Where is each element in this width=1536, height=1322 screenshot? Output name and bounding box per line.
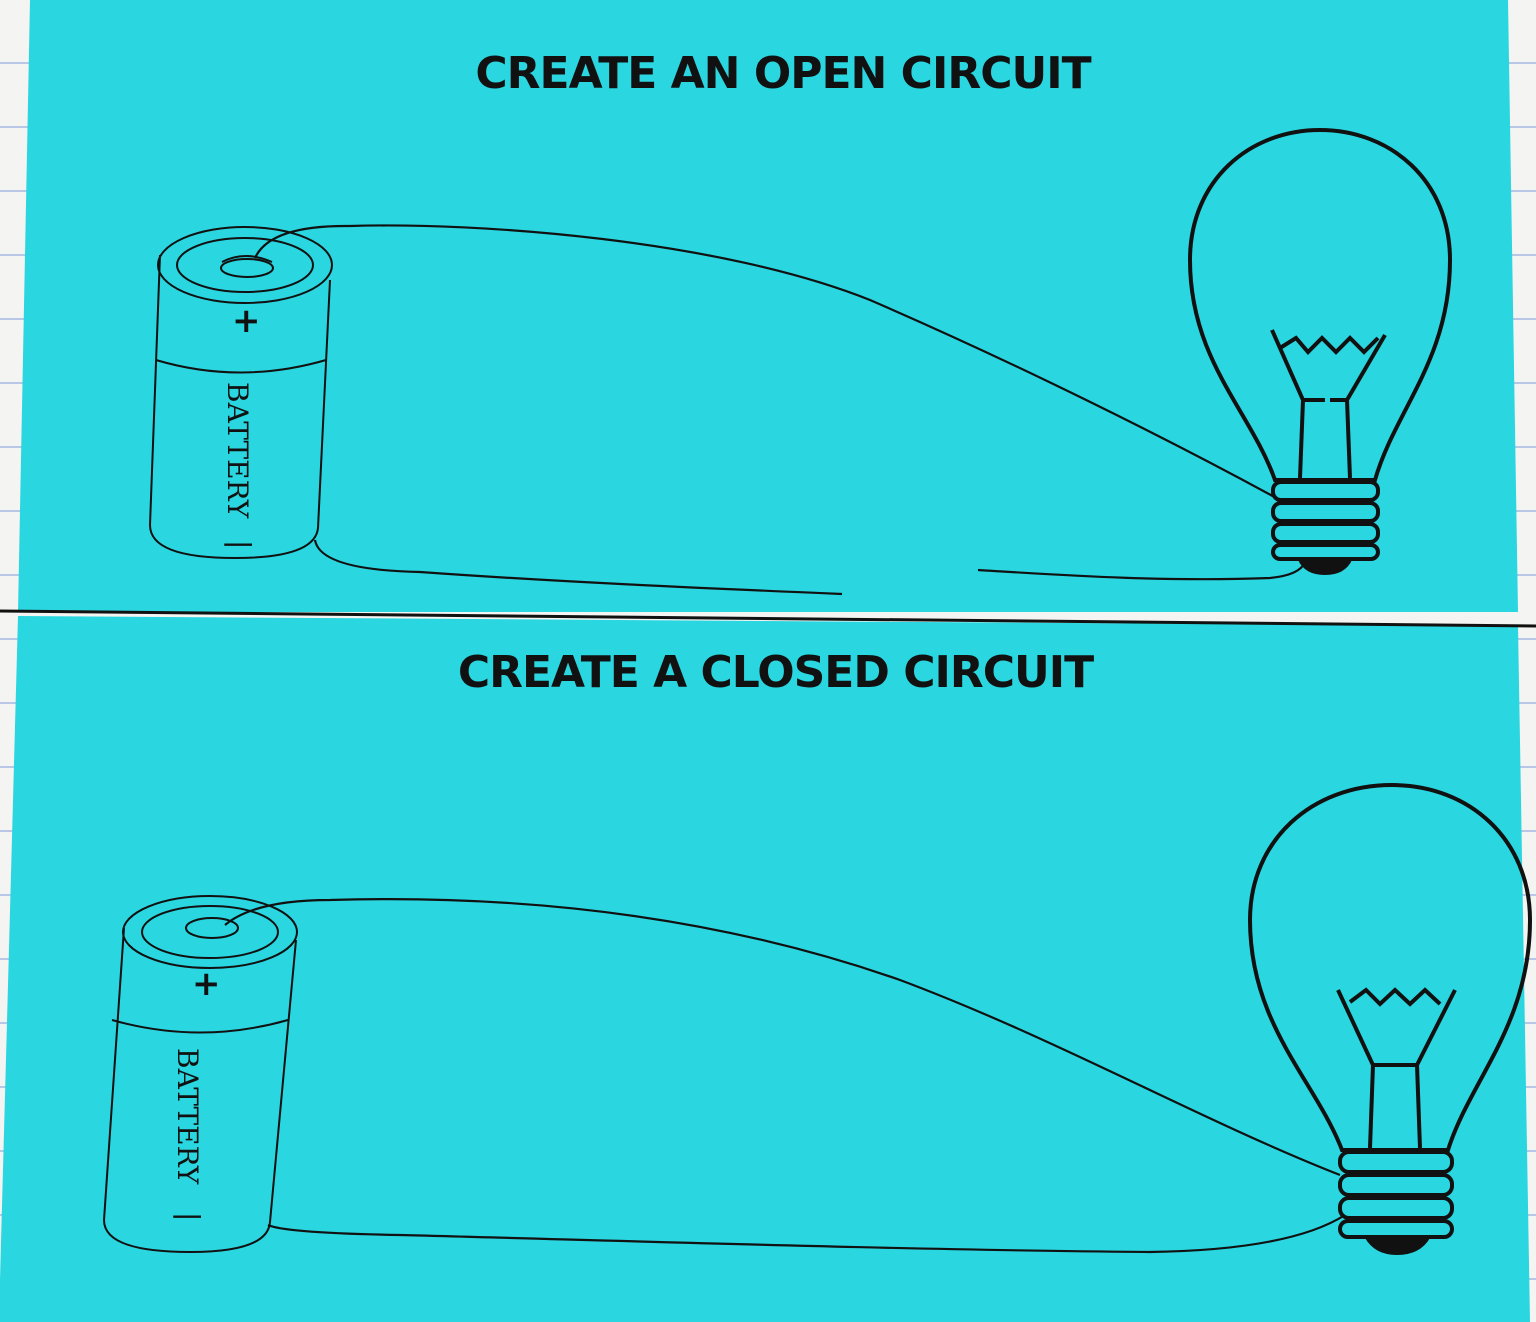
battery-plus-label: + <box>192 964 221 1004</box>
battery-minus-label: | <box>173 1212 206 1221</box>
panel-title-open-circuit: CREATE AN OPEN CIRCUIT <box>475 48 1091 99</box>
battery-minus-label: | <box>224 540 257 549</box>
card-top-panel <box>18 0 1518 612</box>
bulb-contact-closed <box>1365 1238 1430 1255</box>
wires-open <box>253 224 1307 596</box>
card-bottom-panel <box>0 616 1530 1322</box>
bulb-contact-open <box>1298 560 1352 575</box>
battery-label: BATTERY <box>221 382 254 519</box>
battery-closed <box>102 895 298 1254</box>
battery-open <box>148 226 333 560</box>
panel-title-closed-circuit: CREATE A CLOSED CIRCUIT <box>457 647 1094 698</box>
panel-divider <box>0 609 1536 628</box>
battery-plus-label: + <box>232 301 261 341</box>
battery-label: BATTERY <box>171 1048 204 1185</box>
wires-closed <box>224 898 1346 1254</box>
light-bulb-closed-icon <box>1247 782 1533 1239</box>
light-bulb-open-icon <box>1187 127 1453 561</box>
